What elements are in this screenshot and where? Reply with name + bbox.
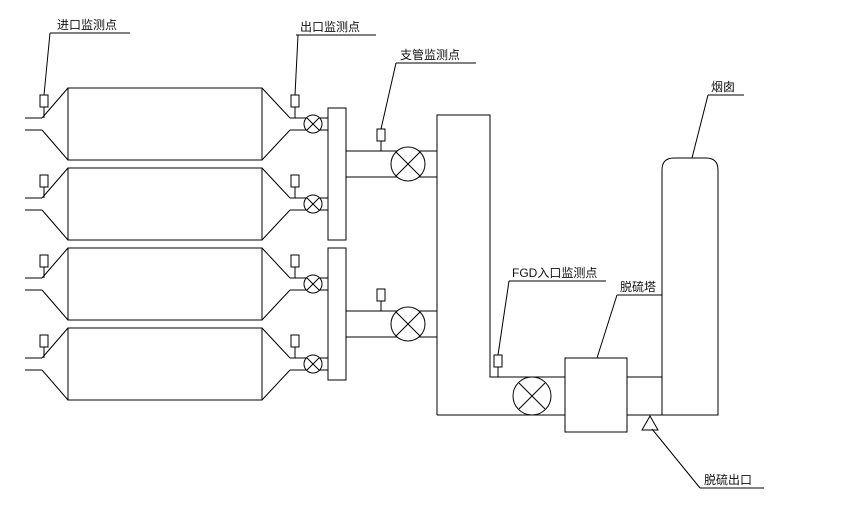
chimney-text: 烟囱 xyxy=(711,80,735,94)
fgd-inlet-monitor-text: FGD入口监测点 xyxy=(512,266,597,280)
boiler-vessel-3 xyxy=(25,247,328,321)
leader-line xyxy=(596,294,618,359)
outlet-monitor-text: 出口监测点 xyxy=(300,20,360,34)
branch-fan-icon-2 xyxy=(390,306,426,342)
outlet-cone xyxy=(261,87,291,119)
header-duct-2 xyxy=(327,247,347,381)
label-tower: 脱硫塔 xyxy=(596,279,662,359)
label-outlet-monitor: 出口监测点 xyxy=(294,20,376,96)
inlet-cone xyxy=(41,247,69,279)
vessel-body xyxy=(67,327,263,401)
inlet-monitor-sensor-icon xyxy=(39,334,49,358)
label-desulf-outlet: 脱硫出口 xyxy=(651,428,764,489)
branch-monitor-sensor-icon-1 xyxy=(376,128,386,151)
outlet-cone xyxy=(261,247,291,279)
inlet-cone xyxy=(41,209,69,241)
leader-line xyxy=(691,94,709,159)
leader-line xyxy=(497,280,510,356)
outlet-cone xyxy=(261,327,291,359)
main-flue-duct xyxy=(436,114,662,416)
branch-duct-2 xyxy=(346,310,437,338)
fgd-fan-icon xyxy=(512,376,552,416)
label-chimney: 烟囱 xyxy=(691,80,744,159)
outlet-fan-icon xyxy=(303,114,323,134)
tower-text: 脱硫塔 xyxy=(620,279,656,294)
desulf-outlet-triangle-marker-icon xyxy=(641,414,659,431)
leader-line xyxy=(43,32,51,96)
inlet-cone xyxy=(41,289,69,321)
vessel-body xyxy=(67,167,263,241)
outlet-fan-icon xyxy=(303,354,323,374)
label-fgd-inlet-monitor: FGD入口监测点 xyxy=(497,266,606,356)
outlet-cone xyxy=(261,209,291,241)
inlet-cone xyxy=(41,327,69,359)
outlet-cone xyxy=(261,129,291,161)
fgd-inlet-monitor-sensor-icon xyxy=(493,354,503,377)
inlet-cone xyxy=(41,167,69,199)
branch-fan-icon-1 xyxy=(390,146,426,182)
desulf-outlet-text: 脱硫出口 xyxy=(704,472,752,487)
branch-duct-1 xyxy=(346,150,437,178)
chimney xyxy=(661,157,719,416)
label-branch-monitor: 支管监测点 xyxy=(380,47,476,130)
outlet-fan-icon xyxy=(303,194,323,214)
header-duct-1 xyxy=(327,107,347,241)
boiler-vessel-2 xyxy=(25,167,328,241)
inlet-monitor-sensor-icon xyxy=(39,94,49,118)
outlet-monitor-sensor-icon xyxy=(290,94,300,118)
outlet-cone xyxy=(261,289,291,321)
desulfurization-tower xyxy=(564,357,628,433)
leader-line xyxy=(294,34,299,96)
outlet-monitor-sensor-icon xyxy=(290,174,300,198)
boiler-vessel-1 xyxy=(25,87,328,161)
branch-monitor-text: 支管监测点 xyxy=(400,47,460,62)
inlet-monitor-sensor-icon xyxy=(39,174,49,198)
outlet-cone xyxy=(261,167,291,199)
inlet-monitor-sensor-icon xyxy=(39,254,49,278)
inlet-cone xyxy=(41,87,69,119)
inlet-cone xyxy=(41,129,69,161)
leader-line xyxy=(380,62,397,130)
branch-monitor-sensor-icon-2 xyxy=(376,288,386,311)
boiler-vessel-4 xyxy=(25,327,328,401)
leader-line xyxy=(651,428,701,489)
outlet-monitor-sensor-icon xyxy=(290,334,300,358)
outlet-fan-icon xyxy=(303,274,323,294)
outlet-monitor-sensor-icon xyxy=(290,254,300,278)
outlet-cone xyxy=(261,369,291,401)
label-inlet-monitor: 进口监测点 xyxy=(43,18,130,96)
inlet-cone xyxy=(41,369,69,401)
vessel-body xyxy=(67,247,263,321)
vessel-body xyxy=(67,87,263,161)
inlet-monitor-text: 进口监测点 xyxy=(57,18,117,32)
